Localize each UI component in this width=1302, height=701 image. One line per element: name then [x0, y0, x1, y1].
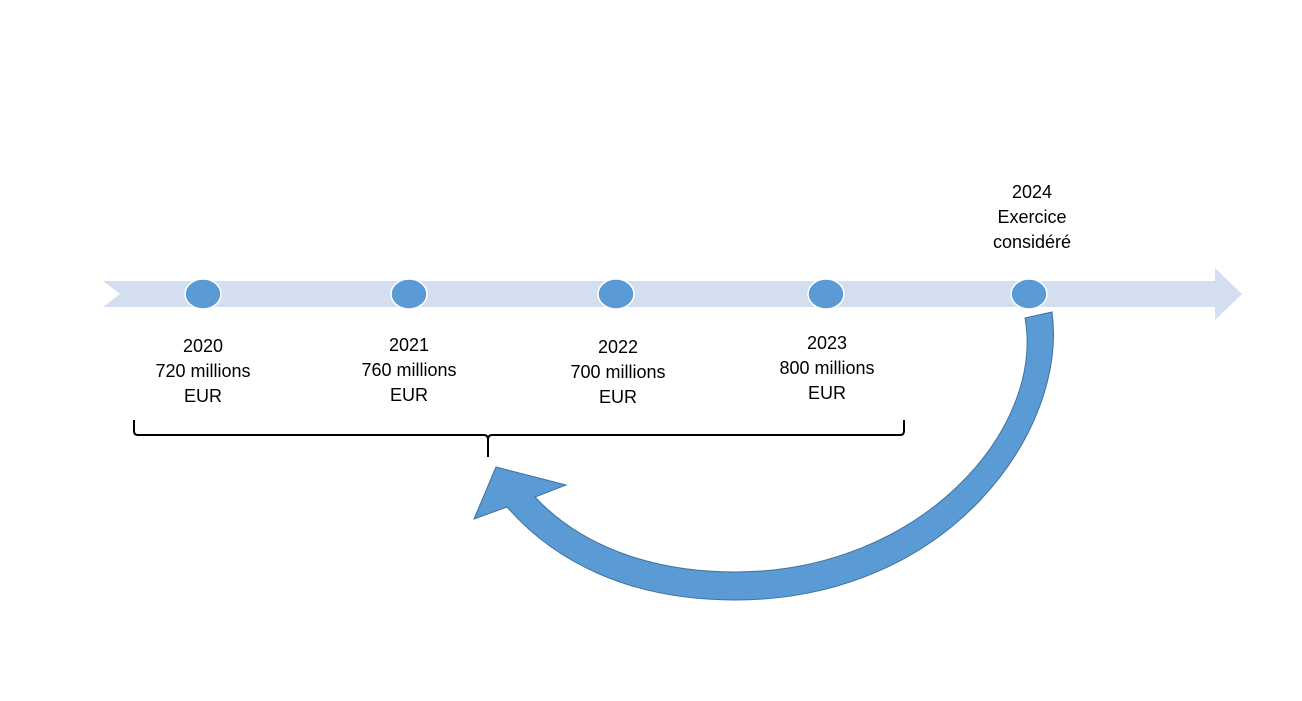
milestone-2023: 2023 800 millions EUR: [747, 331, 907, 406]
label-line: Exercice: [997, 207, 1067, 227]
node-2020: [184, 278, 222, 310]
timeline-band-arrow: [103, 268, 1242, 320]
amount: 700 millions: [570, 362, 666, 382]
node-2021: [390, 278, 428, 310]
node-2022: [597, 278, 635, 310]
milestone-2020: 2020 720 millions EUR: [123, 334, 283, 409]
year: 2020: [182, 336, 224, 356]
year: 2022: [597, 337, 639, 357]
node-2023: [807, 278, 845, 310]
amount: 760 millions: [361, 360, 457, 380]
node-2024: [1010, 278, 1048, 310]
year: 2021: [388, 335, 430, 355]
milestone-2022: 2022 700 millions EUR: [538, 335, 698, 410]
milestone-2021: 2021 760 millions EUR: [329, 333, 489, 408]
amount: 720 millions: [155, 361, 251, 381]
amount: 800 millions: [779, 358, 875, 378]
year: 2024: [1011, 182, 1053, 202]
year: 2023: [806, 333, 848, 353]
brace: [133, 420, 905, 457]
unit: EUR: [598, 387, 637, 407]
unit: EUR: [389, 385, 428, 405]
label-line: considéré: [992, 232, 1072, 252]
curved-arrow: [473, 311, 1054, 601]
unit: EUR: [807, 383, 846, 403]
milestone-2024: 2024 Exercice considéré: [952, 180, 1112, 255]
unit: EUR: [183, 386, 222, 406]
